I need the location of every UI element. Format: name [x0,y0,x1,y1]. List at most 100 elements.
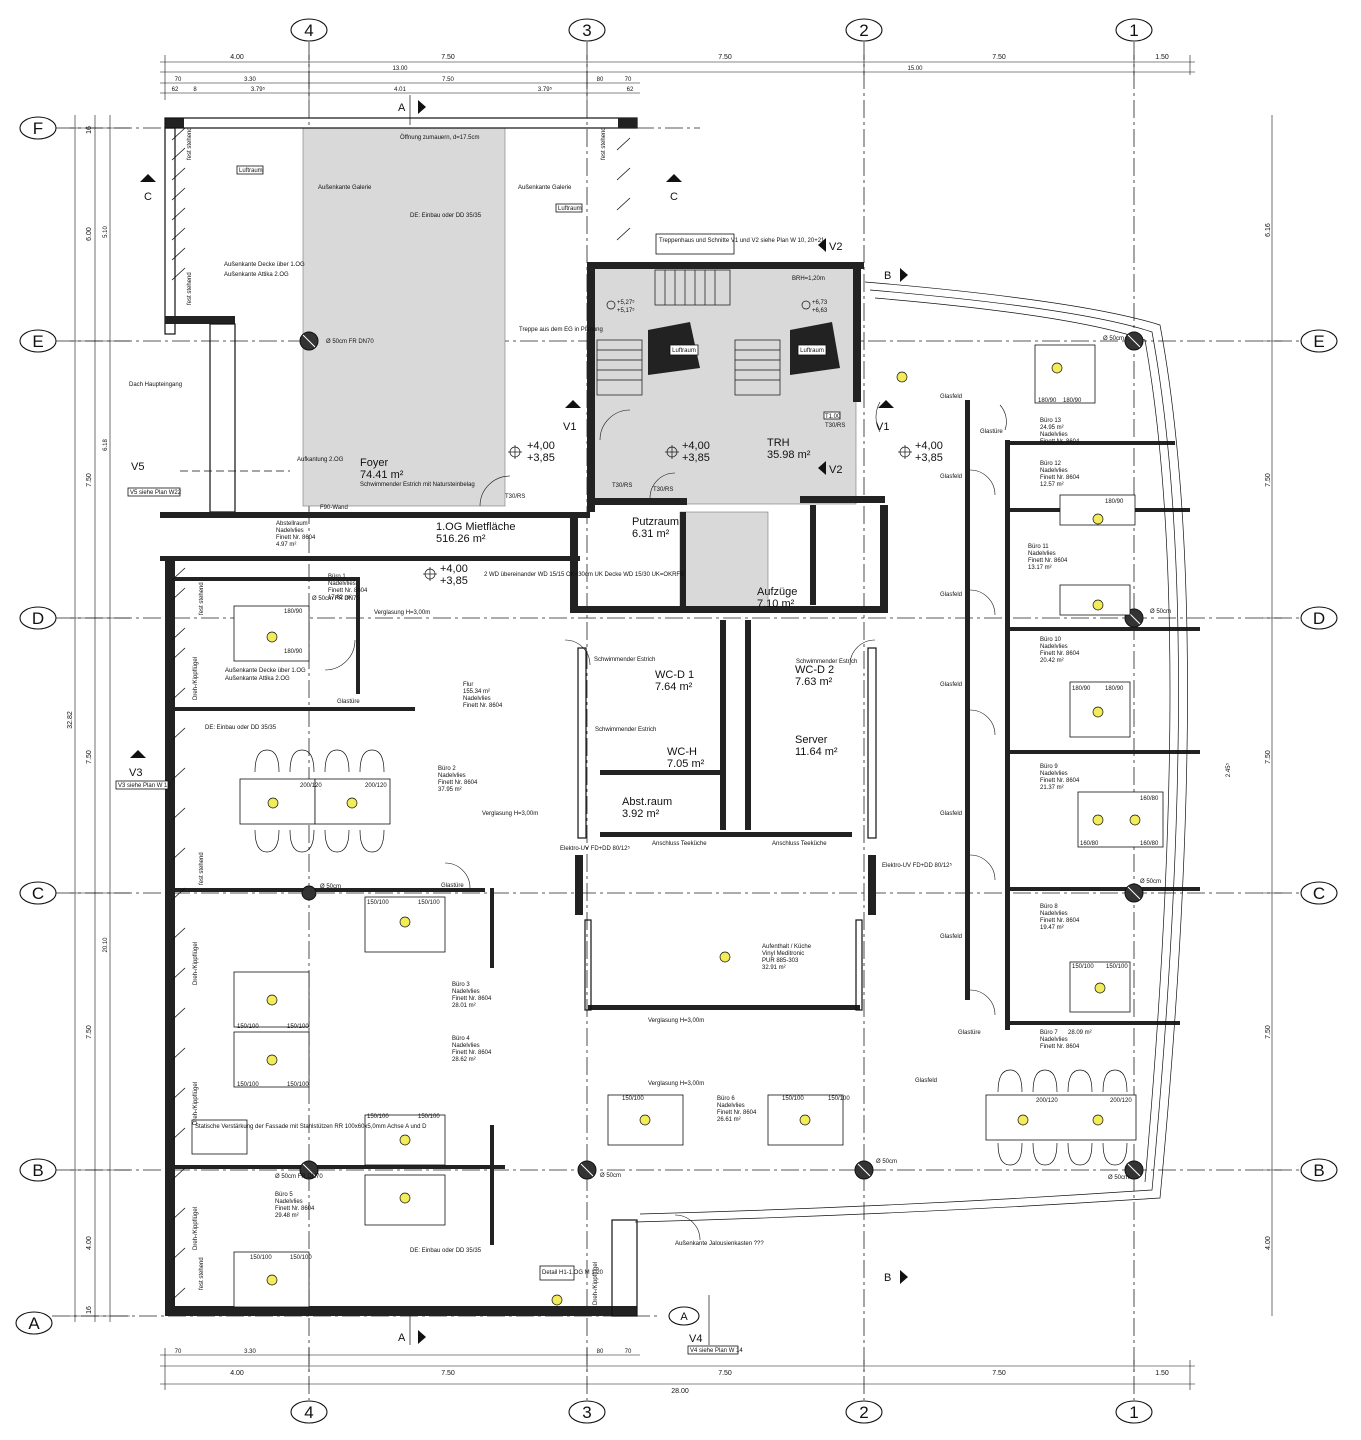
svg-text:Statische Verstärkung der Fass: Statische Verstärkung der Fassade mit St… [195,1124,427,1130]
section-v1-right: V1 [876,400,894,433]
column-axes-bottom: 4 3 2 1 [290,1400,1153,1424]
svg-text:Aufzüge: Aufzüge [757,586,797,598]
svg-text:Dreh-/Kippflügel: Dreh-/Kippflügel [193,1082,199,1125]
svg-text:7.05 m²: 7.05 m² [667,758,705,770]
svg-text:Büro 2: Büro 2 [438,766,456,772]
svg-text:20.42 m²: 20.42 m² [1040,658,1064,664]
room-abstellraum: Abstellraum Nadelvlies Finett Nr. 8604 4… [276,521,316,548]
svg-text:Außenkante Attika 2.OG: Außenkante Attika 2.OG [225,676,290,682]
svg-text:Nadelvlies: Nadelvlies [463,696,491,702]
svg-text:V1: V1 [876,421,889,433]
svg-text:Nadelvlies: Nadelvlies [1040,468,1068,474]
svg-text:Finett Nr. 8604: Finett Nr. 8604 [452,1050,492,1056]
svg-text:BRH=1,20m: BRH=1,20m [792,276,825,282]
svg-text:Finett Nr. 8604: Finett Nr. 8604 [275,1206,315,1212]
svg-text:E: E [32,332,43,351]
svg-text:6.16: 6.16 [1265,223,1272,237]
section-v1-left: V1 [563,400,581,433]
svg-text:+6,63: +6,63 [812,308,828,314]
svg-text:Außenkante Decke über 1.OG: Außenkante Decke über 1.OG [225,668,306,674]
svg-text:Finett Nr. 8604: Finett Nr. 8604 [1040,1044,1080,1050]
dim-left-total: 32.82 [67,711,74,729]
svg-text:Büro 13: Büro 13 [1040,418,1062,424]
svg-text:7.50: 7.50 [86,473,93,487]
svg-text:fest stehend: fest stehend [187,127,193,160]
svg-text:3.30: 3.30 [244,77,256,83]
svg-text:200/120: 200/120 [1036,1098,1058,1104]
svg-text:1.OG Mietfläche: 1.OG Mietfläche [436,521,515,533]
level-landing-left: +5,27⁵+5,17⁵ [606,299,635,314]
room-buero12: Büro 12 Nadelvlies Finett Nr. 8604 12.57… [1040,461,1080,488]
svg-text:C: C [144,191,152,203]
svg-text:C: C [670,191,678,203]
svg-text:Ø 50cm: Ø 50cm [1140,879,1161,885]
svg-text:Finett Nr. 8604: Finett Nr. 8604 [1040,475,1080,481]
room-buero10: Büro 10 Nadelvlies Finett Nr. 8604 20.42… [1040,637,1080,664]
svg-text:A: A [398,1332,406,1344]
svg-text:DE: Einbau oder DD 35/35: DE: Einbau oder DD 35/35 [410,1248,482,1254]
svg-text:Luftraum: Luftraum [558,206,582,212]
plan-notes: Luftraum Luftraum Außenkante Galerie Auß… [129,127,1171,1305]
svg-text:Schwimmender Estrich mit Natur: Schwimmender Estrich mit Natursteinbelag [360,482,475,488]
dim-top-5: 1.50 [1155,54,1169,61]
svg-text:Ø 50cm: Ø 50cm [320,884,341,890]
svg-text:Finett Nr. 8604: Finett Nr. 8604 [438,780,478,786]
column-4C [301,885,317,901]
svg-text:Nadelvlies: Nadelvlies [452,989,480,995]
svg-text:Glastüre: Glastüre [958,1030,981,1036]
svg-text:A: A [680,1311,688,1323]
svg-text:26.61 m²: 26.61 m² [717,1117,741,1123]
svg-text:70: 70 [175,1349,182,1355]
svg-text:150/100: 150/100 [782,1096,804,1102]
svg-text:70: 70 [625,77,632,83]
svg-text:+5,17⁵: +5,17⁵ [617,307,635,314]
svg-text:F: F [33,119,43,138]
svg-text:Luftraum: Luftraum [800,348,824,354]
svg-text:Ø 50cm: Ø 50cm [876,1159,897,1165]
svg-text:19.47 m²: 19.47 m² [1040,925,1064,931]
curved-facade [634,281,1188,1223]
svg-text:Abstellraum: Abstellraum [276,521,308,527]
dim-top-2: 7.50 [441,54,455,61]
room-trh: TRH 35.98 m² [767,437,811,461]
svg-text:3.79⁵: 3.79⁵ [538,86,553,93]
svg-text:Glasfeld: Glasfeld [915,1078,937,1084]
section-v4: V4 V4 siehe Plan W 14 [687,1295,743,1355]
svg-text:150/100: 150/100 [287,1024,309,1030]
svg-text:Büro 11: Büro 11 [1028,544,1049,550]
svg-text:7.50: 7.50 [1265,750,1272,764]
svg-text:6.18: 6.18 [103,439,109,451]
svg-text:C: C [32,884,44,903]
svg-text:62: 62 [627,87,634,93]
svg-text:Büro 12: Büro 12 [1040,461,1062,467]
svg-text:7.50: 7.50 [992,1370,1006,1377]
svg-text:Dach Haupteingang: Dach Haupteingang [129,382,182,388]
svg-text:Nadelvlies: Nadelvlies [1040,1037,1068,1043]
svg-text:Nadelvlies: Nadelvlies [1040,771,1068,777]
section-v5: V5 V5 siehe Plan W22 [127,461,290,497]
svg-text:Glasfeld: Glasfeld [940,592,962,598]
svg-text:7.50: 7.50 [86,750,93,764]
svg-text:+4,00: +4,00 [682,440,710,452]
room-wcd1: WC-D 1 7.64 m² [655,669,694,693]
svg-text:6.00: 6.00 [86,227,93,241]
svg-text:Schwimmender Estrich: Schwimmender Estrich [595,727,656,733]
dimensions-left: 16 6.00 7.50 7.50 7.50 4.00 16 32.82 5.1… [67,115,130,1322]
level-stair: +4,00+3,85 [665,440,710,464]
svg-text:DE: Einbau oder DD 35/35: DE: Einbau oder DD 35/35 [205,725,277,731]
svg-text:T30/RS: T30/RS [612,483,632,489]
svg-text:1: 1 [1129,1403,1138,1422]
svg-text:+4,00: +4,00 [440,563,468,575]
svg-text:B: B [1313,1161,1324,1180]
svg-text:fest stehend: fest stehend [199,852,205,885]
svg-text:Büro 10: Büro 10 [1040,637,1062,643]
axis-bubble-left-A: A [15,1311,53,1335]
svg-text:150/100: 150/100 [622,1096,644,1102]
svg-text:Glastüre: Glastüre [441,883,464,889]
svg-text:3: 3 [582,21,591,40]
svg-text:Ø 50cm: Ø 50cm [1150,609,1171,615]
svg-text:+4,00: +4,00 [527,440,555,452]
svg-text:Elektro-UV FD+DD 80/12⁵: Elektro-UV FD+DD 80/12⁵ [560,845,631,852]
svg-text:V4 siehe Plan W 14: V4 siehe Plan W 14 [690,1348,743,1354]
svg-text:Büro 9: Büro 9 [1040,764,1058,770]
